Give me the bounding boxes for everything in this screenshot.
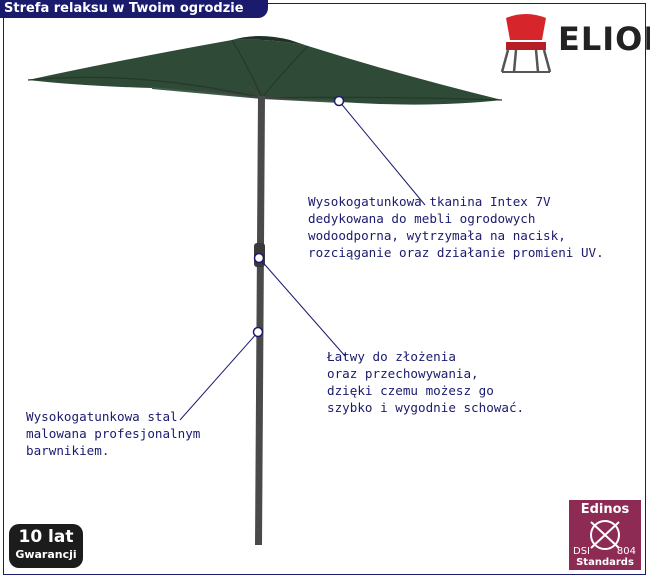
page-frame	[3, 3, 646, 575]
edinos-title: Edinos	[580, 502, 630, 517]
annotation-fabric-text: Wysokogatunkowa tkanina Intex 7V dedykow…	[308, 194, 604, 260]
annotation-fabric: Wysokogatunkowa tkanina Intex 7V dedykow…	[308, 193, 604, 261]
warranty-badge: 10 lat Gwarancji	[9, 524, 83, 568]
edinos-code: 804	[616, 546, 636, 557]
warranty-years: 10 lat	[18, 527, 74, 547]
umbrella-canopy	[28, 39, 502, 105]
callout-dot-pole	[252, 326, 264, 338]
edinos-dsi: DSI	[573, 546, 590, 557]
edinos-emblem-icon	[590, 520, 620, 550]
page-title: Strefa relaksu w Twoim ogrodzie	[0, 0, 268, 18]
edinos-standards: Standards	[576, 557, 634, 568]
callout-dot-fabric	[333, 95, 345, 107]
elior-chair-logo	[500, 14, 552, 73]
annotation-steel: Wysokogatunkowa stal malowana profesjona…	[26, 408, 200, 459]
annotation-steel-text: Wysokogatunkowa stal malowana profesjona…	[26, 409, 201, 458]
edinos-badge: Edinos DSI 804 Standards	[569, 500, 641, 570]
warranty-label: Gwarancji	[15, 548, 77, 561]
umbrella-pole	[255, 96, 265, 545]
annotation-folding: Łatwy do złożenia oraz przechowywania, d…	[327, 348, 524, 416]
callout-dot-crank	[253, 252, 265, 264]
annotation-folding-text: Łatwy do złożenia oraz przechowywania, d…	[327, 349, 525, 415]
logo-text: ELIOR	[558, 20, 650, 58]
